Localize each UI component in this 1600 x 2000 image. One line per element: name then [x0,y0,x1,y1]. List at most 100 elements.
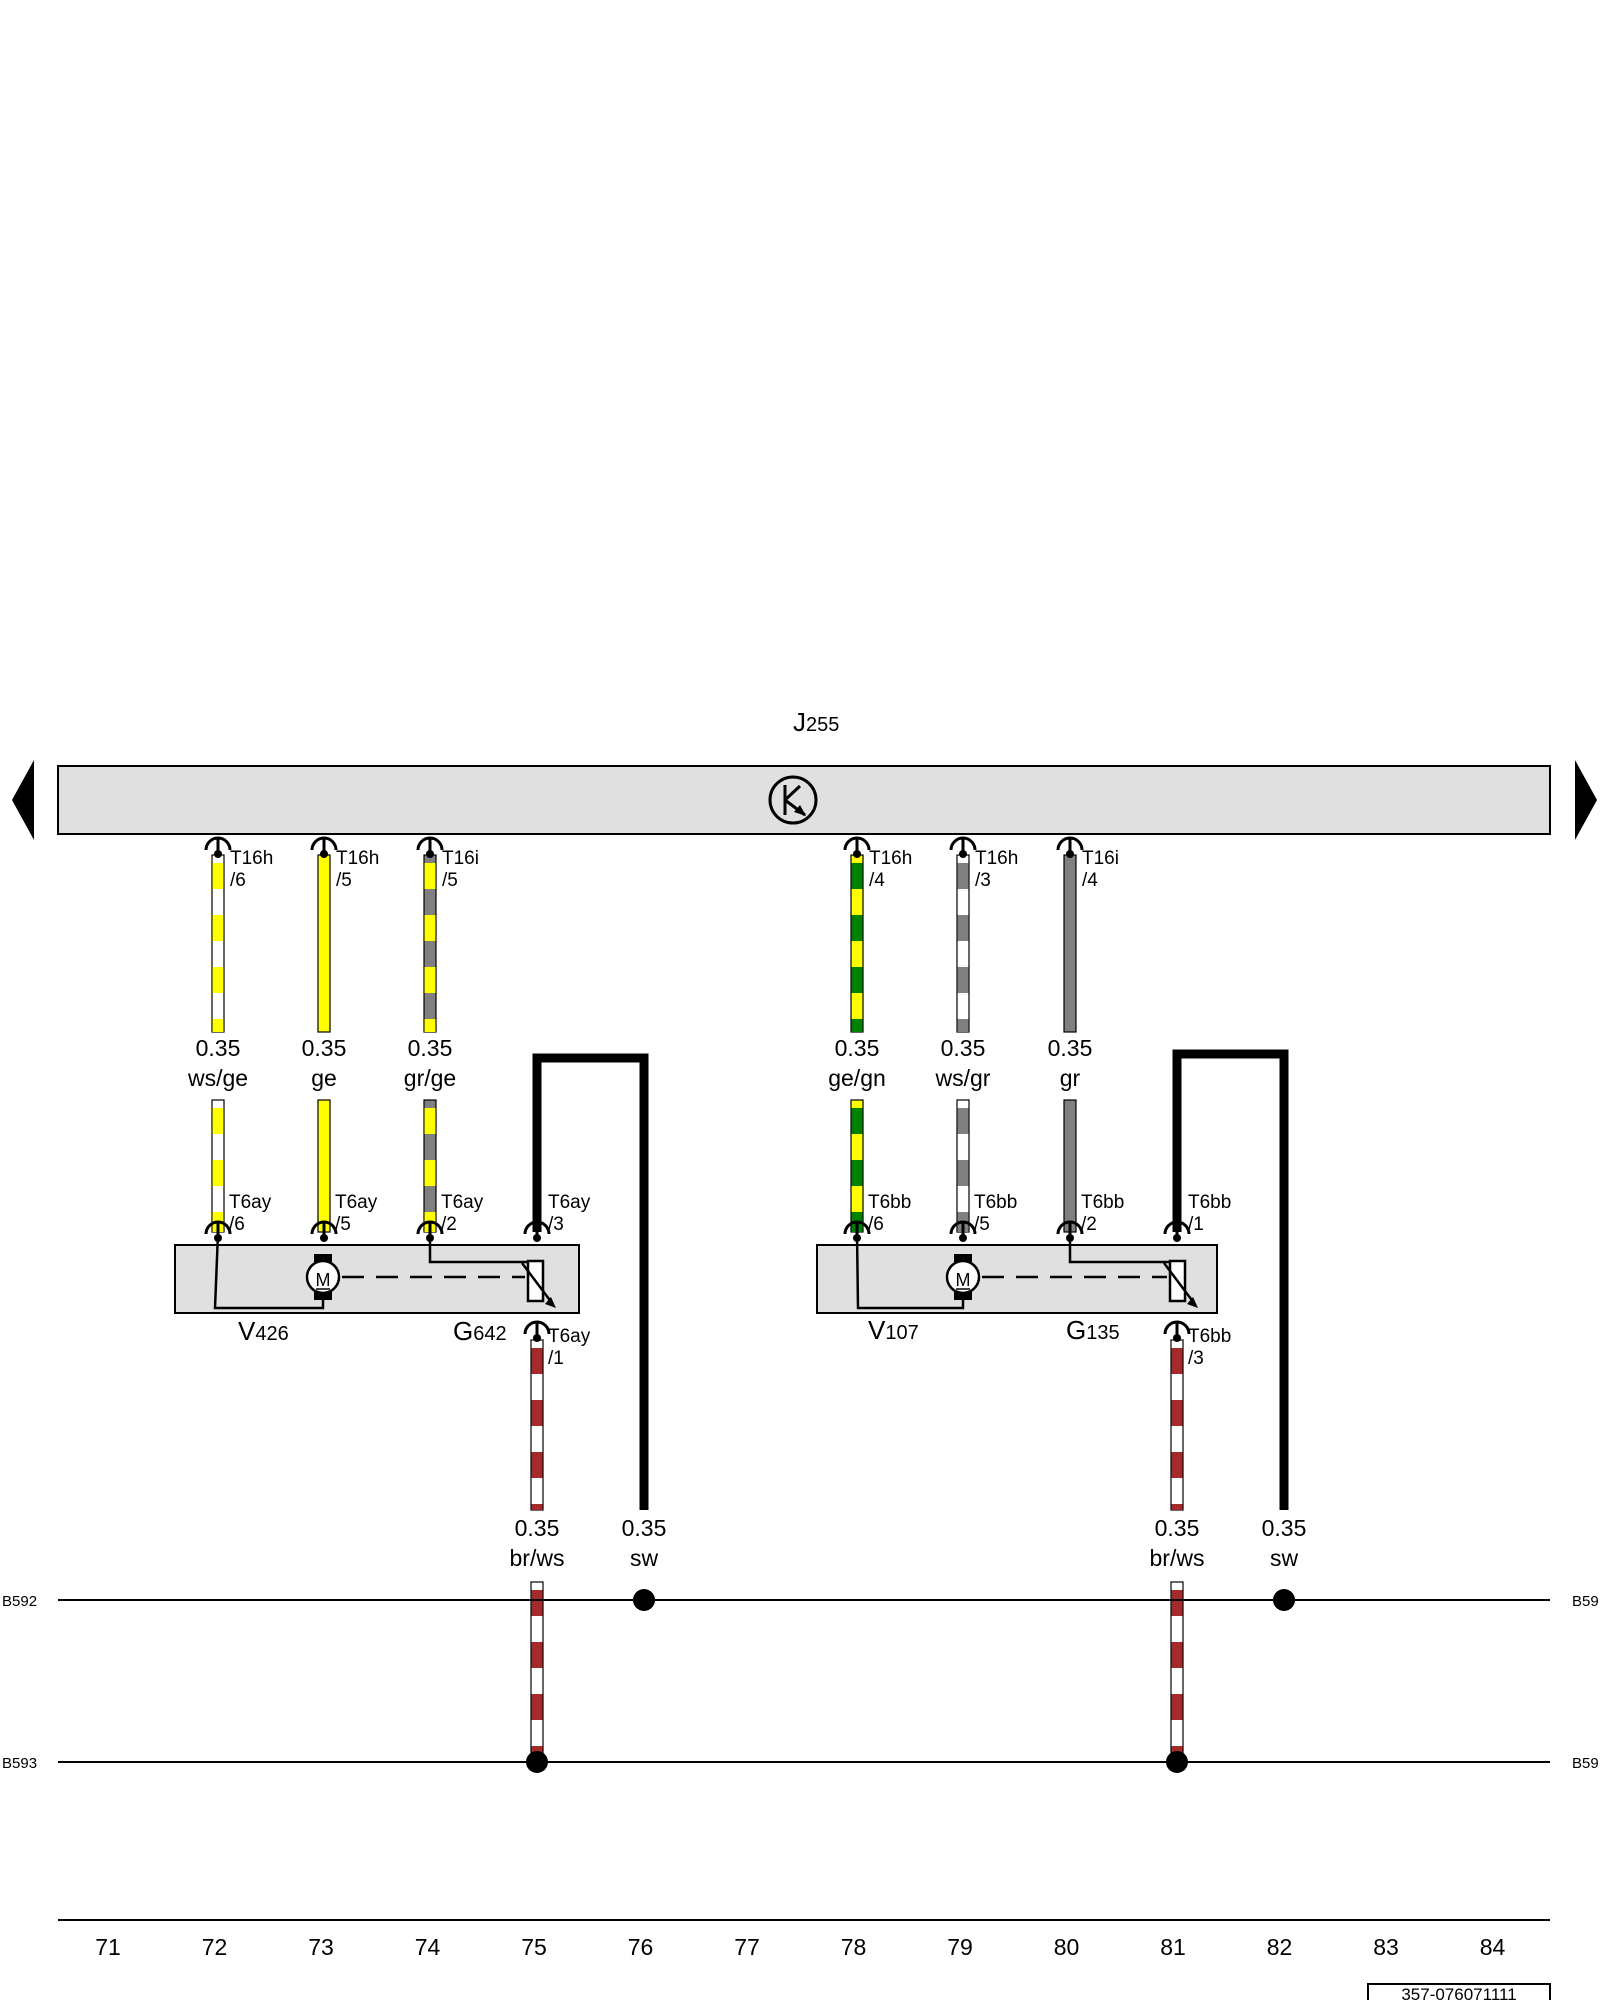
motor-label: M [316,1270,331,1290]
wire-size-label: 0.35 [622,1515,667,1541]
terminal-labels: T6ay/6T6ay/5T6ay/2T6ay/3T6ay/1T6bb/6T6bb… [229,1192,1231,1369]
module-terminal-label: T6ay/3 [548,1192,591,1235]
module-right-box [816,1244,1218,1314]
connector-symbol [523,1320,551,1344]
module-left: M [174,1232,580,1314]
splice-point [526,1751,548,1773]
wire-br-ws-upper [1170,1339,1184,1511]
terminal-label-top: T16h/3 [975,848,1018,891]
connector-symbol [1163,1220,1191,1244]
wire-ws-ge-lower [211,1099,225,1233]
connector-symbol [843,836,871,860]
track-number: 82 [1267,1934,1293,1960]
wire-color-label: sw [630,1545,659,1571]
top-wires: T16h/60.35ws/geT16h/50.35geT16i/50.35gr/… [187,836,1119,1244]
track-number: 73 [308,1934,334,1960]
wire-ge-gn-upper [850,854,864,1033]
connector-symbol [949,1220,977,1244]
potentiometer-icon [1163,1259,1198,1308]
wire-ws-gr-lower [956,1099,970,1233]
wire-size-label: 0.35 [515,1515,560,1541]
bus-label-left: B592 [2,1593,37,1610]
wire-br-ws-lower [530,1581,544,1763]
wire-color-label: br/ws [1150,1545,1205,1571]
continue-left-icon [12,760,34,840]
connector-symbol [204,836,232,860]
wire-ws-gr-upper [956,854,970,1033]
wire-size-label: 0.35 [835,1035,880,1061]
module-terminal-label: T6bb/3 [1188,1326,1231,1369]
track-number: 77 [734,1934,760,1960]
component-label-g642: G642 [453,1316,507,1346]
wire-size-label: 0.35 [1048,1035,1093,1061]
connector-symbol [1056,836,1084,860]
module-terminal-label: T6bb/6 [868,1192,911,1235]
track-number: 79 [947,1934,973,1960]
wire-size-label: 0.35 [1155,1515,1200,1541]
control-unit-box [57,765,1551,835]
continue-right-icon [1575,760,1597,840]
doc-id-box: 357-076071111 [1367,1983,1551,2000]
bus-label-left: B593 [2,1755,37,1772]
wire-ge-gn-lower [850,1099,864,1233]
motor-icon: M [305,1254,341,1300]
track-number: 84 [1480,1934,1506,1960]
terminal-label-top: T16i/5 [442,848,479,891]
terminal-label-top: T16h/6 [230,848,273,891]
wire-color-label: ge [311,1065,337,1091]
splice-point [1273,1589,1295,1611]
control-unit-label: J255 [793,707,839,737]
module-terminal-label: T6bb/5 [974,1192,1017,1235]
module-left-box [174,1244,580,1314]
splice-point [1166,1751,1188,1773]
bus-b592: B592 B59 [2,1589,1599,1611]
wire-color-label: ge/gn [828,1065,886,1091]
wire-color-label: ws/gr [935,1065,991,1091]
motor-icon: M [945,1254,981,1300]
module-terminal-label: T6bb/2 [1081,1192,1124,1235]
module-terminal-label: T6ay/5 [335,1192,378,1235]
connector-symbol [310,1220,338,1244]
bus-label-right: B59 [1572,1755,1599,1772]
track-number: 74 [415,1934,441,1960]
terminal-label-top: T16i/4 [1082,848,1119,891]
connector-symbol [310,836,338,860]
wire-color-label: sw [1270,1545,1299,1571]
wire-size-label: 0.35 [941,1035,986,1061]
wire-color-label: gr/ge [404,1065,456,1091]
track-number: 78 [841,1934,867,1960]
wire-gr-ge-lower [423,1099,437,1233]
track-number: 81 [1160,1934,1186,1960]
track-number: 72 [202,1934,228,1960]
splice-point [633,1589,655,1611]
bus-label-right: B59 [1572,1593,1599,1610]
potentiometer-icon [521,1259,556,1308]
wire-color-label: ws/ge [187,1065,248,1091]
track-number: 83 [1373,1934,1399,1960]
connector-symbol [1163,1320,1191,1344]
track-number: 76 [628,1934,654,1960]
module-right: M [816,1232,1218,1314]
module-terminal-label: T6ay/2 [441,1192,484,1235]
bus-b593: B593 B59 [2,1751,1599,1773]
wire-ge-lower [317,1099,331,1233]
component-label-g135: G135 [1066,1315,1120,1345]
motor-label: M [956,1270,971,1290]
wire-ws-ge-upper [211,854,225,1033]
wire-size-label: 0.35 [302,1035,347,1061]
wire-br-ws-lower [1170,1581,1184,1763]
wire-ge-upper [317,854,331,1033]
wire-size-label: 0.35 [1262,1515,1307,1541]
track-number: 75 [521,1934,547,1960]
component-label-v426: V426 [238,1316,289,1346]
terminal-label-top: T16h/4 [869,848,912,891]
wire-size-label: 0.35 [196,1035,241,1061]
wire-br-ws-upper [530,1339,544,1511]
wire-gr-upper [1063,854,1077,1033]
module-terminal-label: T6ay/1 [548,1326,591,1369]
connector-symbol [523,1220,551,1244]
connector-symbol [949,836,977,860]
module-terminal-label: T6bb/1 [1188,1192,1231,1235]
